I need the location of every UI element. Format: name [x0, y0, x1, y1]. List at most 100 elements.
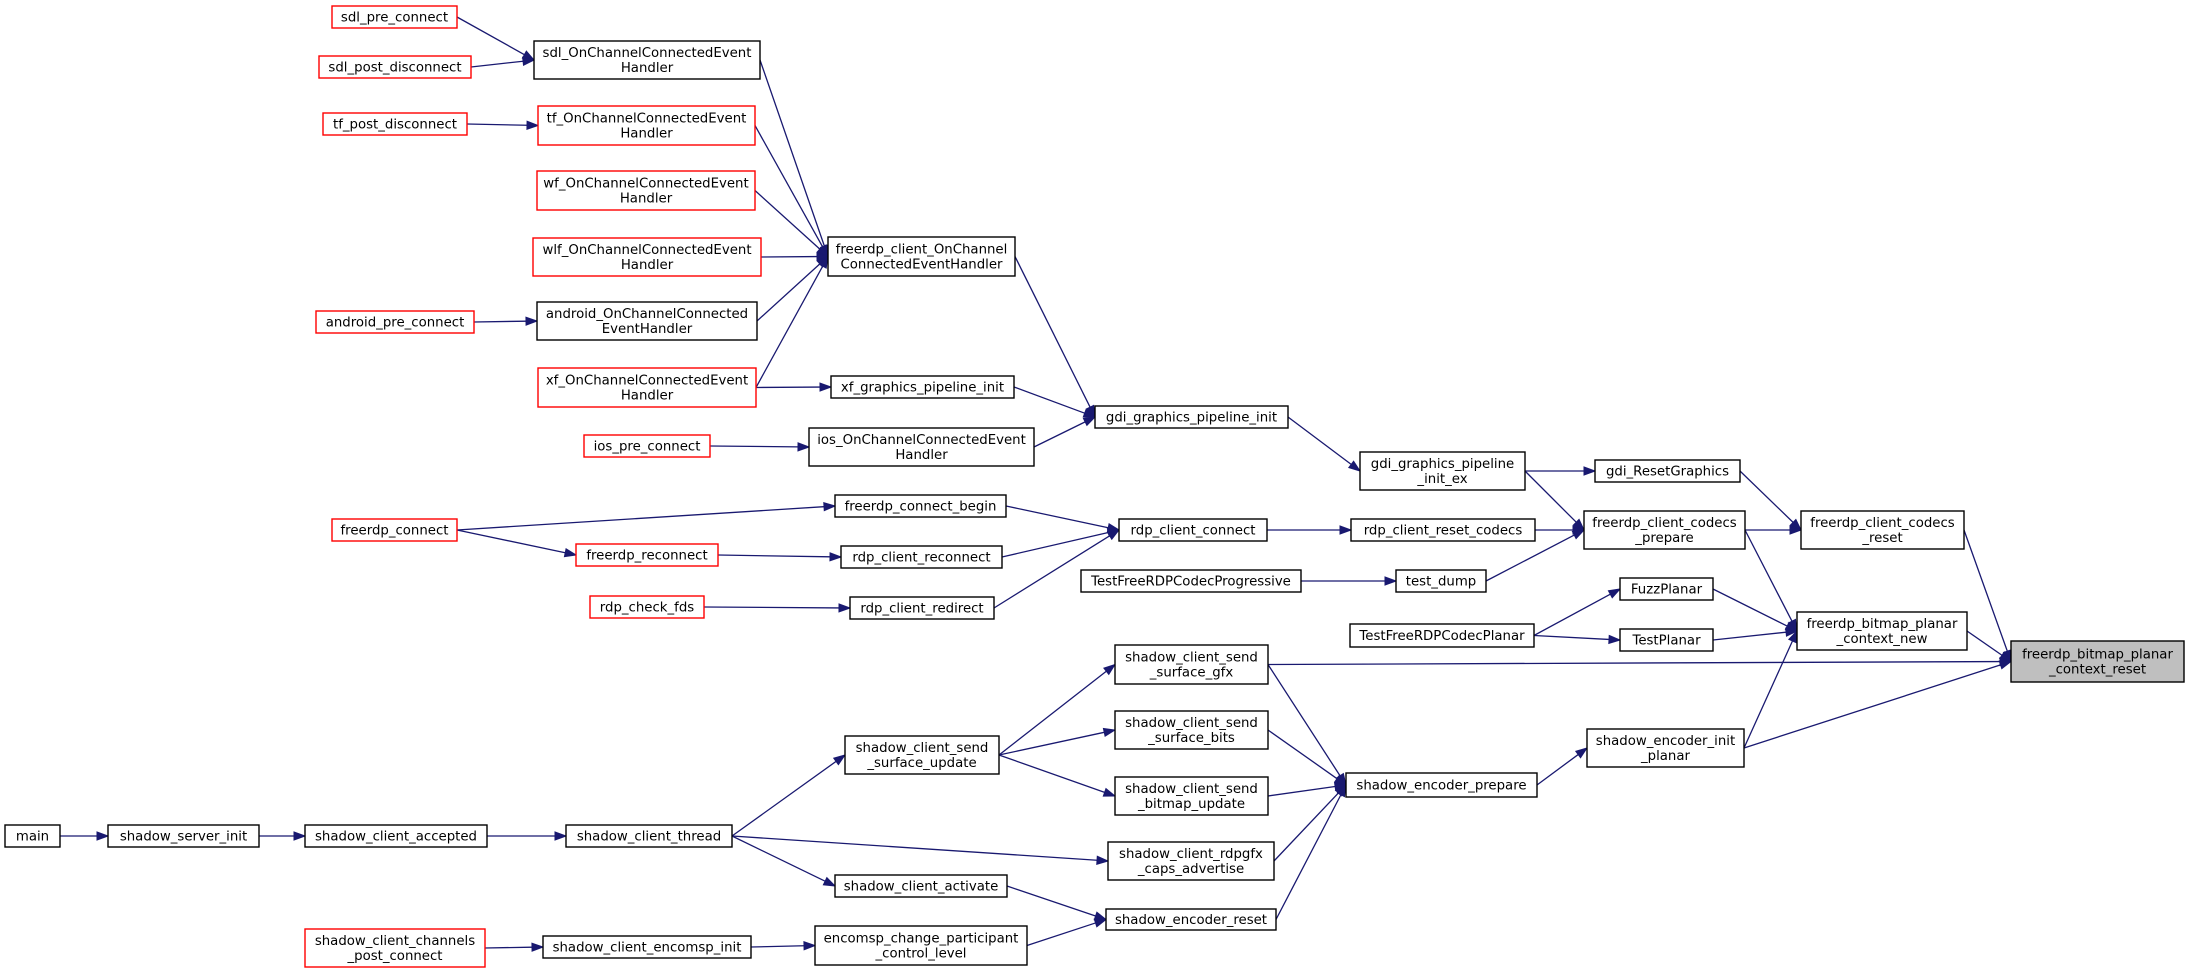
- node-box[interactable]: [849, 596, 995, 620]
- node-freerdp-bitmap-planar-context-new[interactable]: freerdp_bitmap_planar_context_new: [1796, 611, 1968, 651]
- node-box[interactable]: [2010, 640, 2185, 683]
- node-shadow-client-send-bitmap-update[interactable]: shadow_client_send_bitmap_update: [1114, 776, 1269, 816]
- node-box[interactable]: [1080, 569, 1302, 593]
- node-box[interactable]: [575, 543, 719, 567]
- node-freerdp-connect-begin[interactable]: freerdp_connect_begin: [834, 494, 1007, 518]
- node-box[interactable]: [840, 545, 1003, 569]
- node-testplanar[interactable]: TestPlanar: [1619, 628, 1714, 652]
- node-box[interactable]: [536, 170, 756, 211]
- node-shadow-encoder-init-planar[interactable]: shadow_encoder_init_planar: [1586, 728, 1745, 768]
- node-rdp-check-fds[interactable]: rdp_check_fds: [589, 595, 705, 619]
- node-shadow-client-send-surface-bits[interactable]: shadow_client_send_surface_bits: [1114, 710, 1269, 750]
- node-box[interactable]: [1796, 611, 1968, 651]
- node-test-dump[interactable]: test_dump: [1395, 569, 1487, 593]
- node-gdi-graphics-pipeline-init[interactable]: gdi_graphics_pipeline_init: [1094, 405, 1289, 429]
- node-box[interactable]: [533, 40, 761, 80]
- node-gdi-resetgraphics[interactable]: gdi_ResetGraphics: [1594, 459, 1741, 483]
- node-shadow-client-thread[interactable]: shadow_client_thread: [565, 824, 733, 848]
- node-box[interactable]: [537, 105, 756, 146]
- node-xf-graphics-pipeline-init[interactable]: xf_graphics_pipeline_init: [830, 375, 1015, 399]
- node-freerdp-client-onchannelconnectedeventhandler[interactable]: freerdp_client_OnChannelConnectedEventHa…: [827, 236, 1016, 277]
- node-box[interactable]: [1594, 459, 1741, 483]
- node-box[interactable]: [1345, 772, 1538, 798]
- node-box[interactable]: [565, 824, 733, 848]
- node-box[interactable]: [1114, 644, 1269, 685]
- node-box[interactable]: [844, 735, 1000, 775]
- node-box[interactable]: [304, 928, 486, 968]
- node-box[interactable]: [1586, 728, 1745, 768]
- node-shadow-client-send-surface-gfx[interactable]: shadow_client_send_surface_gfx: [1114, 644, 1269, 685]
- node-shadow-client-encomsp-init[interactable]: shadow_client_encomsp_init: [542, 935, 752, 959]
- node-box[interactable]: [1619, 628, 1714, 652]
- node-shadow-encoder-reset[interactable]: shadow_encoder_reset: [1105, 908, 1277, 931]
- node-box[interactable]: [542, 935, 752, 959]
- node-rdp-client-redirect[interactable]: rdp_client_redirect: [849, 596, 995, 620]
- node-freerdp-client-codecs-prepare[interactable]: freerdp_client_codecs_prepare: [1583, 510, 1746, 550]
- node-box[interactable]: [331, 5, 458, 29]
- node-tf-post-disconnect[interactable]: tf_post_disconnect: [322, 112, 468, 136]
- node-rdp-client-reset-codecs[interactable]: rdp_client_reset_codecs: [1350, 518, 1536, 542]
- node-box[interactable]: [1395, 569, 1487, 593]
- node-box[interactable]: [4, 824, 61, 848]
- node-box[interactable]: [589, 595, 705, 619]
- node-box[interactable]: [808, 427, 1035, 467]
- node-box[interactable]: [1359, 451, 1526, 491]
- node-box[interactable]: [1105, 908, 1277, 931]
- node-rdp-client-connect[interactable]: rdp_client_connect: [1118, 518, 1268, 542]
- node-android-pre-connect[interactable]: android_pre_connect: [315, 310, 475, 334]
- node-fuzzplanar[interactable]: FuzzPlanar: [1619, 577, 1714, 601]
- node-shadow-client-accepted[interactable]: shadow_client_accepted: [304, 824, 488, 848]
- node-testfreerdpcodecprogressive[interactable]: TestFreeRDPCodecProgressive: [1080, 569, 1302, 593]
- node-box[interactable]: [1094, 405, 1289, 429]
- node-box[interactable]: [583, 434, 711, 458]
- node-gdi-graphics-pipeline-init-ex[interactable]: gdi_graphics_pipeline_init_ex: [1359, 451, 1526, 491]
- node-testfreerdpcodecplanar[interactable]: TestFreeRDPCodecPlanar: [1349, 623, 1535, 648]
- node-box[interactable]: [1114, 776, 1269, 816]
- node-box[interactable]: [1619, 577, 1714, 601]
- node-box[interactable]: [107, 824, 260, 848]
- node-box[interactable]: [1118, 518, 1268, 542]
- node-shadow-encoder-prepare[interactable]: shadow_encoder_prepare: [1345, 772, 1538, 798]
- node-freerdp-bitmap-planar-context-reset[interactable]: freerdp_bitmap_planar_context_reset: [2010, 640, 2185, 683]
- node-box[interactable]: [1583, 510, 1746, 550]
- node-box[interactable]: [331, 518, 458, 542]
- node-sdl-pre-connect[interactable]: sdl_pre_connect: [331, 5, 458, 29]
- node-box[interactable]: [1350, 518, 1536, 542]
- node-box[interactable]: [834, 874, 1008, 898]
- node-sdl-post-disconnect[interactable]: sdl_post_disconnect: [318, 55, 472, 79]
- node-box[interactable]: [315, 310, 475, 334]
- node-box[interactable]: [304, 824, 488, 848]
- node-freerdp-connect[interactable]: freerdp_connect: [331, 518, 458, 542]
- node-box[interactable]: [827, 236, 1016, 277]
- node-box[interactable]: [537, 367, 757, 408]
- node-box[interactable]: [1114, 710, 1269, 750]
- node-box[interactable]: [1107, 841, 1275, 881]
- node-shadow-client-rdpgfx-caps-advertise[interactable]: shadow_client_rdpgfx_caps_advertise: [1107, 841, 1275, 881]
- node-box[interactable]: [1349, 623, 1535, 648]
- node-rdp-client-reconnect[interactable]: rdp_client_reconnect: [840, 545, 1003, 569]
- node-shadow-client-activate[interactable]: shadow_client_activate: [834, 874, 1008, 898]
- node-box[interactable]: [1800, 510, 1965, 550]
- node-freerdp-client-codecs-reset[interactable]: freerdp_client_codecs_reset: [1800, 510, 1965, 550]
- node-box[interactable]: [318, 55, 472, 79]
- node-box[interactable]: [830, 375, 1015, 399]
- node-shadow-client-send-surface-update[interactable]: shadow_client_send_surface_update: [844, 735, 1000, 775]
- node-box[interactable]: [322, 112, 468, 136]
- node-shadow-client-channels-post-connect[interactable]: shadow_client_channels_post_connect: [304, 928, 486, 968]
- node-main[interactable]: main: [4, 824, 61, 848]
- node-box[interactable]: [834, 494, 1007, 518]
- node-box[interactable]: [536, 301, 758, 341]
- node-box[interactable]: [532, 237, 762, 277]
- node-freerdp-reconnect[interactable]: freerdp_reconnect: [575, 543, 719, 567]
- node-ios-pre-connect[interactable]: ios_pre_connect: [583, 434, 711, 458]
- node-encomsp-change-participant-control-level[interactable]: encomsp_change_participant_control_level: [814, 925, 1028, 966]
- node-shadow-server-init[interactable]: shadow_server_init: [107, 824, 260, 848]
- node-box[interactable]: [814, 925, 1028, 966]
